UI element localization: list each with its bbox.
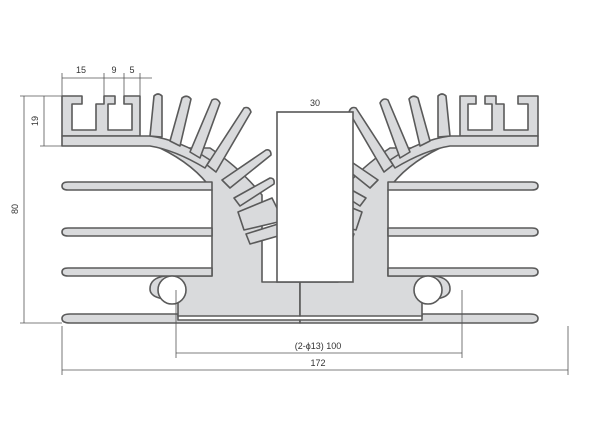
dimension-labels: 15 9 5 19 80 30 (2-ϕ13) 100 172: [10, 65, 341, 368]
dim-label-hole-spacing: (2-ϕ13) 100: [295, 341, 342, 351]
angled-fin-2: [169, 95, 192, 147]
angled-fin-4: [206, 106, 252, 173]
horizontal-fin-1: [61, 181, 213, 191]
center-slot: [276, 111, 354, 283]
profile-left-half: [61, 93, 301, 324]
dim-label-9: 9: [111, 65, 116, 75]
dim-label-19: 19: [30, 116, 40, 126]
angled-fin-5: [221, 149, 272, 189]
dim-label-172: 172: [310, 358, 325, 368]
mounting-hole: [157, 275, 187, 305]
dim-label-80: 80: [10, 204, 20, 214]
base-plate: [61, 313, 301, 324]
dimension-lines: [20, 73, 569, 375]
top-rail: [61, 95, 141, 137]
dim-label-15: 15: [76, 65, 86, 75]
heatsink-profile: [61, 93, 539, 324]
angled-fin-6: [233, 177, 275, 207]
horizontal-fin-3: [61, 267, 213, 277]
horizontal-fin-2: [61, 227, 213, 237]
angled-fin-3: [189, 98, 221, 159]
dim-label-30: 30: [310, 98, 320, 108]
dim-label-5: 5: [129, 65, 134, 75]
angled-fin-1: [149, 93, 163, 138]
